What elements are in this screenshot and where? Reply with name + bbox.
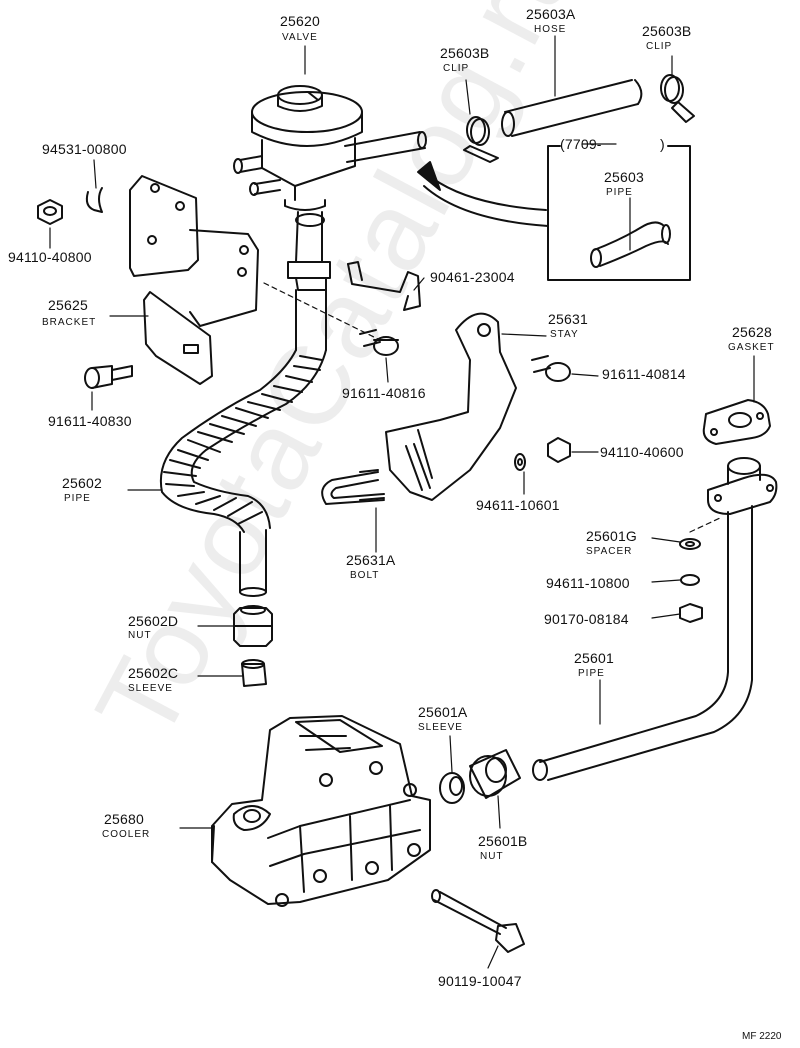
label-nut-b-name: NUT xyxy=(480,851,504,862)
nut-m8 xyxy=(37,199,63,225)
label-stay-name: STAY xyxy=(550,329,579,340)
label-pipe-main-name: PIPE xyxy=(578,668,605,679)
stay xyxy=(385,312,517,501)
label-nut-m8-number: 94110-40800 xyxy=(8,249,92,265)
label-bolt-40830-number: 91611-40830 xyxy=(48,413,132,429)
label-clip-small-number: 94531-00800 xyxy=(42,141,127,157)
label-pipe-flex-name: PIPE xyxy=(64,493,91,504)
label-u-bolt-name: BOLT xyxy=(350,570,380,581)
label-spacer-number: 25601G xyxy=(586,528,638,544)
bracket xyxy=(129,175,259,385)
u-bolt xyxy=(321,469,385,505)
label-clip-right-number: 25603B xyxy=(642,23,692,39)
footer-code: MF 2220 xyxy=(742,1031,782,1042)
label-sleeve-a-number: 25601A xyxy=(418,704,468,720)
clamp xyxy=(347,261,421,311)
label-gasket-name: GASKET xyxy=(728,342,775,353)
spacer-25601g xyxy=(679,538,701,550)
egr-valve xyxy=(233,85,427,211)
label-spacer-name: SPACER xyxy=(586,546,633,557)
label-nut-08184-number: 90170-08184 xyxy=(544,611,629,627)
label-sleeve-c-number: 25602C xyxy=(128,665,179,681)
label-valve-number: 25620 xyxy=(280,13,320,29)
label-bracket-name: BRACKET xyxy=(42,317,97,328)
label-nut-m6-number: 94110-40600 xyxy=(600,444,684,460)
label-bolt-40814-number: 91611-40814 xyxy=(602,366,686,382)
label-u-bolt-number: 25631A xyxy=(346,552,396,568)
label-date-code: (7709- xyxy=(560,136,602,152)
nut-08184 xyxy=(679,603,703,623)
label-washer-10800-number: 94611-10800 xyxy=(546,575,630,591)
arrow xyxy=(417,161,549,227)
label-pipe-inset-number: 25603 xyxy=(604,169,644,185)
label-nut-b-number: 25601B xyxy=(478,833,528,849)
nut-25601b xyxy=(469,749,521,799)
flex-pipe xyxy=(160,211,331,597)
washer-10601 xyxy=(514,453,526,471)
nut-m6 xyxy=(547,437,571,463)
label-nut-d-name: NUT xyxy=(128,630,152,641)
label-pipe-main-number: 25601 xyxy=(574,650,614,666)
label-clamp-number: 90461-23004 xyxy=(430,269,515,285)
cooler xyxy=(211,715,431,907)
sleeve-25602c xyxy=(241,659,267,687)
bolt-40830 xyxy=(84,365,133,389)
label-clip-right-name: CLIP xyxy=(646,41,673,52)
label-valve-name: VALVE xyxy=(282,32,318,43)
label-hose-number: 25603A xyxy=(526,6,576,22)
main-pipe xyxy=(532,457,778,781)
sleeve-25601a xyxy=(439,772,465,804)
label-cooler-number: 25680 xyxy=(104,811,144,827)
label-clip-left-number: 25603B xyxy=(440,45,490,61)
label-nut-d-number: 25602D xyxy=(128,613,179,629)
label-cooler-name: COOLER xyxy=(102,829,151,840)
washer-10800 xyxy=(680,574,700,586)
label-gasket-number: 25628 xyxy=(732,324,772,340)
label-stay-number: 25631 xyxy=(548,311,588,327)
label-bolt-40816-number: 91611-40816 xyxy=(342,385,426,401)
label-sleeve-a-name: SLEEVE xyxy=(418,722,463,733)
label-sleeve-c-name: SLEEVE xyxy=(128,683,173,694)
hose-25603a xyxy=(501,79,643,137)
leader-lines xyxy=(49,35,755,969)
clip-right xyxy=(660,74,695,123)
clip-left xyxy=(463,116,499,163)
label-pipe-flex-number: 25602 xyxy=(62,475,102,491)
bolt-10047 xyxy=(431,889,525,953)
nut-25602d xyxy=(233,605,273,647)
bolt-40814 xyxy=(531,355,571,382)
label-date-close: ) xyxy=(660,136,665,152)
label-clip-left-name: CLIP xyxy=(443,63,470,74)
label-hose-name: HOSE xyxy=(534,24,567,35)
clip-small xyxy=(85,187,103,213)
label-pipe-inset-name: PIPE xyxy=(606,187,633,198)
label-bracket-number: 25625 xyxy=(48,297,88,313)
gasket xyxy=(702,399,771,445)
label-washer-10601-number: 94611-10601 xyxy=(476,497,560,513)
pipe-inset xyxy=(547,145,691,281)
bolt-40816 xyxy=(359,329,399,356)
label-bolt-10047-number: 90119-10047 xyxy=(438,973,522,989)
